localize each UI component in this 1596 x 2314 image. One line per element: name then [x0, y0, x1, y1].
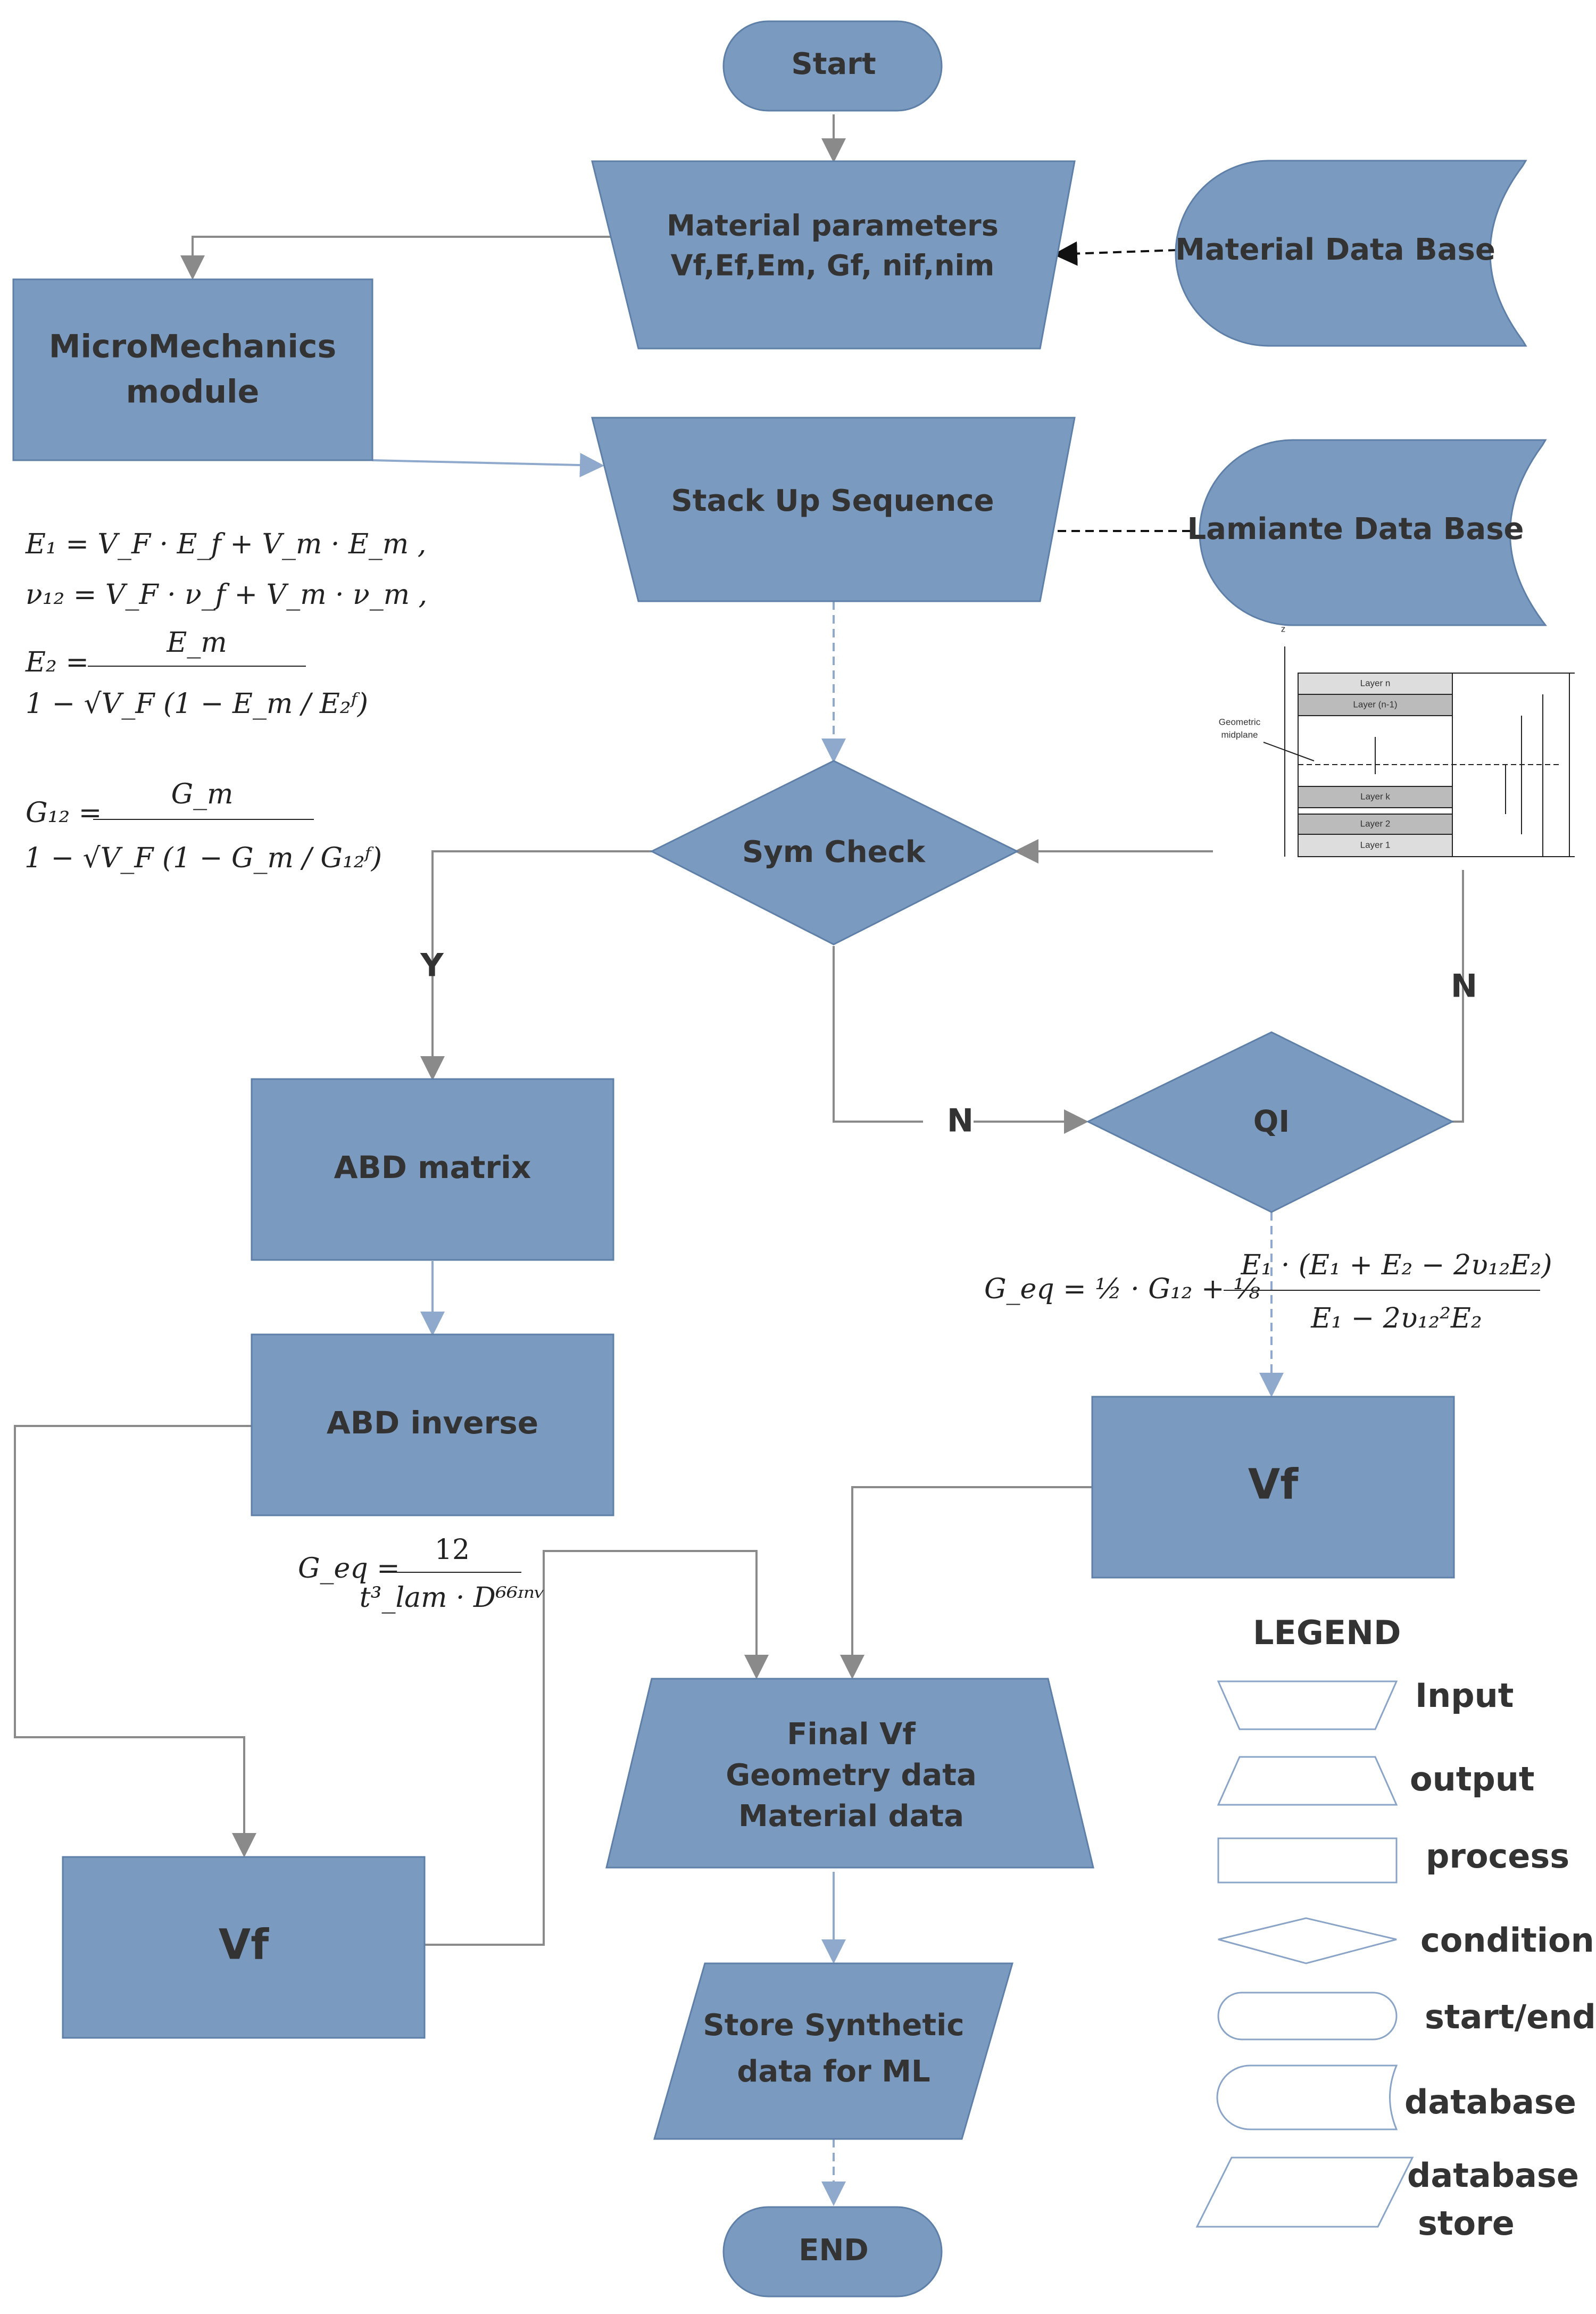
- eq-geq-sym-lhs: G_eq =: [298, 1553, 400, 1585]
- node-abd-inverse[interactable]: ABD inverse: [251, 1333, 614, 1516]
- edge-left-vf-to-final: [424, 1550, 769, 1946]
- start-label: Start: [791, 47, 876, 81]
- eq-geq-qi-lhs: G_eq = ½ · G₁₂ + ⅛: [984, 1273, 1260, 1305]
- edge-qi-no-to-figure: [1452, 870, 1464, 1123]
- figure-layer-n-1: Layer (n-1): [1353, 699, 1397, 709]
- figure-midplane-line2: midplane: [1221, 729, 1258, 740]
- qi-shear-equation: G_eq = ½ · G₁₂ + ⅛ E₁ · (E₁ + E₂ − 2υ₁₂E…: [984, 1249, 1552, 1334]
- final-line2: Geometry data: [726, 1758, 977, 1793]
- vf-left-label: Vf: [219, 1921, 269, 1969]
- eq-g12-num: G_m: [171, 778, 234, 810]
- legend-database-symbol: [1216, 2064, 1398, 2130]
- eq-g12-den: 1 − √V_F (1 − G_m / G₁₂ᶠ): [24, 842, 382, 874]
- stackup-label: Stack Up Sequence: [671, 484, 994, 518]
- legend-title: LEGEND: [1253, 1613, 1401, 1652]
- figure-layer-k: Layer k: [1360, 791, 1390, 801]
- node-stack-up-sequence[interactable]: Stack Up Sequence: [591, 417, 1076, 602]
- node-store-synthetic[interactable]: Store Synthetic data for ML: [653, 1962, 1013, 2140]
- eq-e1: E₁ = V_F · E_f + V_m · E_m ,: [25, 528, 426, 560]
- node-vf-left[interactable]: Vf: [62, 1856, 426, 2039]
- node-end[interactable]: END: [722, 2206, 943, 2298]
- edge-label-no-qi: N: [1451, 968, 1477, 1005]
- legend-database-store-label-1: database: [1407, 2156, 1579, 2195]
- edge-label-no-sym: N: [947, 1102, 974, 1140]
- node-micromechanics[interactable]: MicroMechanics module: [12, 278, 373, 461]
- eq-v12: ν₁₂ = V_F · ν_f + V_m · ν_m ,: [26, 579, 427, 611]
- figure-layer-2: Layer 2: [1360, 818, 1391, 828]
- node-start[interactable]: Start: [722, 20, 943, 112]
- legend-output-symbol: [1217, 1756, 1398, 1806]
- node-material-parameters[interactable]: Material parameters Vf,Ef,Em, Gf, nif,ni…: [591, 160, 1076, 350]
- eq-e2-lhs: E₂ =: [25, 646, 89, 678]
- node-abd-matrix[interactable]: ABD matrix: [251, 1078, 614, 1261]
- figure-layer-1: Layer 1: [1360, 840, 1391, 850]
- figure-layer-n: Layer n: [1360, 678, 1391, 688]
- micromech-line2: module: [126, 374, 260, 411]
- sym-check-label: Sym Check: [742, 835, 926, 869]
- legend-output-label: output: [1410, 1760, 1535, 1798]
- store-line1: Store Synthetic: [703, 2008, 964, 2043]
- legend-startend-symbol: [1217, 1992, 1398, 2041]
- eq-e2-num: E_m: [166, 627, 227, 659]
- micromechanics-equations: E₁ = V_F · E_f + V_m · E_m , ν₁₂ = V_F ·…: [24, 528, 427, 874]
- edge-symcheck-yes-to-abd: [420, 850, 652, 1081]
- node-qi[interactable]: QI: [1086, 1031, 1454, 1213]
- abd-matrix-label: ABD matrix: [334, 1149, 531, 1185]
- legend-input-label: Input: [1415, 1676, 1514, 1715]
- legend-condition-symbol: [1218, 1917, 1397, 1964]
- sym-shear-equation: G_eq = 12 t³_lam · D⁶⁶ᶦⁿᵛ: [298, 1534, 545, 1614]
- legend-database-store-symbol: [1195, 2157, 1414, 2228]
- node-laminate-database[interactable]: Lamiante Data Base: [1187, 439, 1547, 626]
- node-sym-check[interactable]: Sym Check: [650, 760, 1019, 945]
- eq-geq-sym-num: 12: [435, 1534, 470, 1566]
- qi-label: QI: [1253, 1105, 1290, 1139]
- vf-right-label: Vf: [1248, 1461, 1299, 1508]
- laminate-cross-section-figure: z Layer n Layer (n-1) Layer k Layer 2 La…: [1219, 624, 1575, 857]
- legend-process-symbol: [1217, 1837, 1398, 1884]
- final-line3: Material data: [738, 1799, 964, 1834]
- figure-axis-label: z: [1281, 624, 1286, 634]
- legend-database-store-label-2: store: [1418, 2204, 1515, 2243]
- legend-database-label: database: [1404, 2083, 1576, 2121]
- legend-condition-label: condition: [1420, 1921, 1594, 1960]
- eq-e2-den: 1 − √V_F (1 − E_m / E₂ᶠ): [26, 688, 368, 720]
- legend-startend-label: start/end: [1425, 1997, 1596, 2036]
- eq-g12-lhs: G₁₂ =: [26, 797, 102, 829]
- edge-inverse-to-left-vf: [14, 1425, 256, 1857]
- node-final-output[interactable]: Final Vf Geometry data Material data: [605, 1678, 1094, 1869]
- legend-input-symbol: [1217, 1680, 1398, 1730]
- material-params-line1: Material parameters: [667, 209, 999, 243]
- connectors: [14, 114, 1464, 2206]
- abd-inverse-label: ABD inverse: [327, 1405, 538, 1441]
- final-line1: Final Vf: [787, 1717, 916, 1752]
- edge-material-to-micromech: [180, 236, 610, 280]
- eq-geq-sym-den: t³_lam · D⁶⁶ᶦⁿᵛ: [360, 1582, 545, 1614]
- figure-midplane-line1: Geometric: [1219, 717, 1261, 727]
- store-line2: data for ML: [737, 2054, 930, 2089]
- edge-micromech-to-stackup: [372, 453, 604, 478]
- edge-label-yes: Y: [420, 947, 444, 984]
- legend-process-label: process: [1426, 1837, 1569, 1876]
- edge-right-vf-to-final: [840, 1486, 1092, 1679]
- eq-geq-qi-num: E₁ · (E₁ + E₂ − 2υ₁₂E₂): [1240, 1249, 1552, 1281]
- end-label: END: [799, 2233, 869, 2268]
- material-params-line2: Vf,Ef,Em, Gf, nif,nim: [671, 249, 995, 283]
- eq-geq-qi-den: E₁ − 2υ₁₂²E₂: [1310, 1303, 1482, 1334]
- node-material-database[interactable]: Material Data Base: [1175, 160, 1527, 347]
- laminate-db-label: Lamiante Data Base: [1187, 512, 1524, 546]
- material-db-label: Material Data Base: [1175, 233, 1495, 267]
- edge-materialdb-to-material: [1053, 241, 1177, 266]
- micromech-line1: MicroMechanics: [49, 328, 336, 366]
- edge-symcheck-no-to-qi: [833, 946, 1088, 1134]
- legend: LEGEND Input output process condition st…: [1195, 1613, 1596, 2243]
- node-vf-right[interactable]: Vf: [1091, 1396, 1455, 1579]
